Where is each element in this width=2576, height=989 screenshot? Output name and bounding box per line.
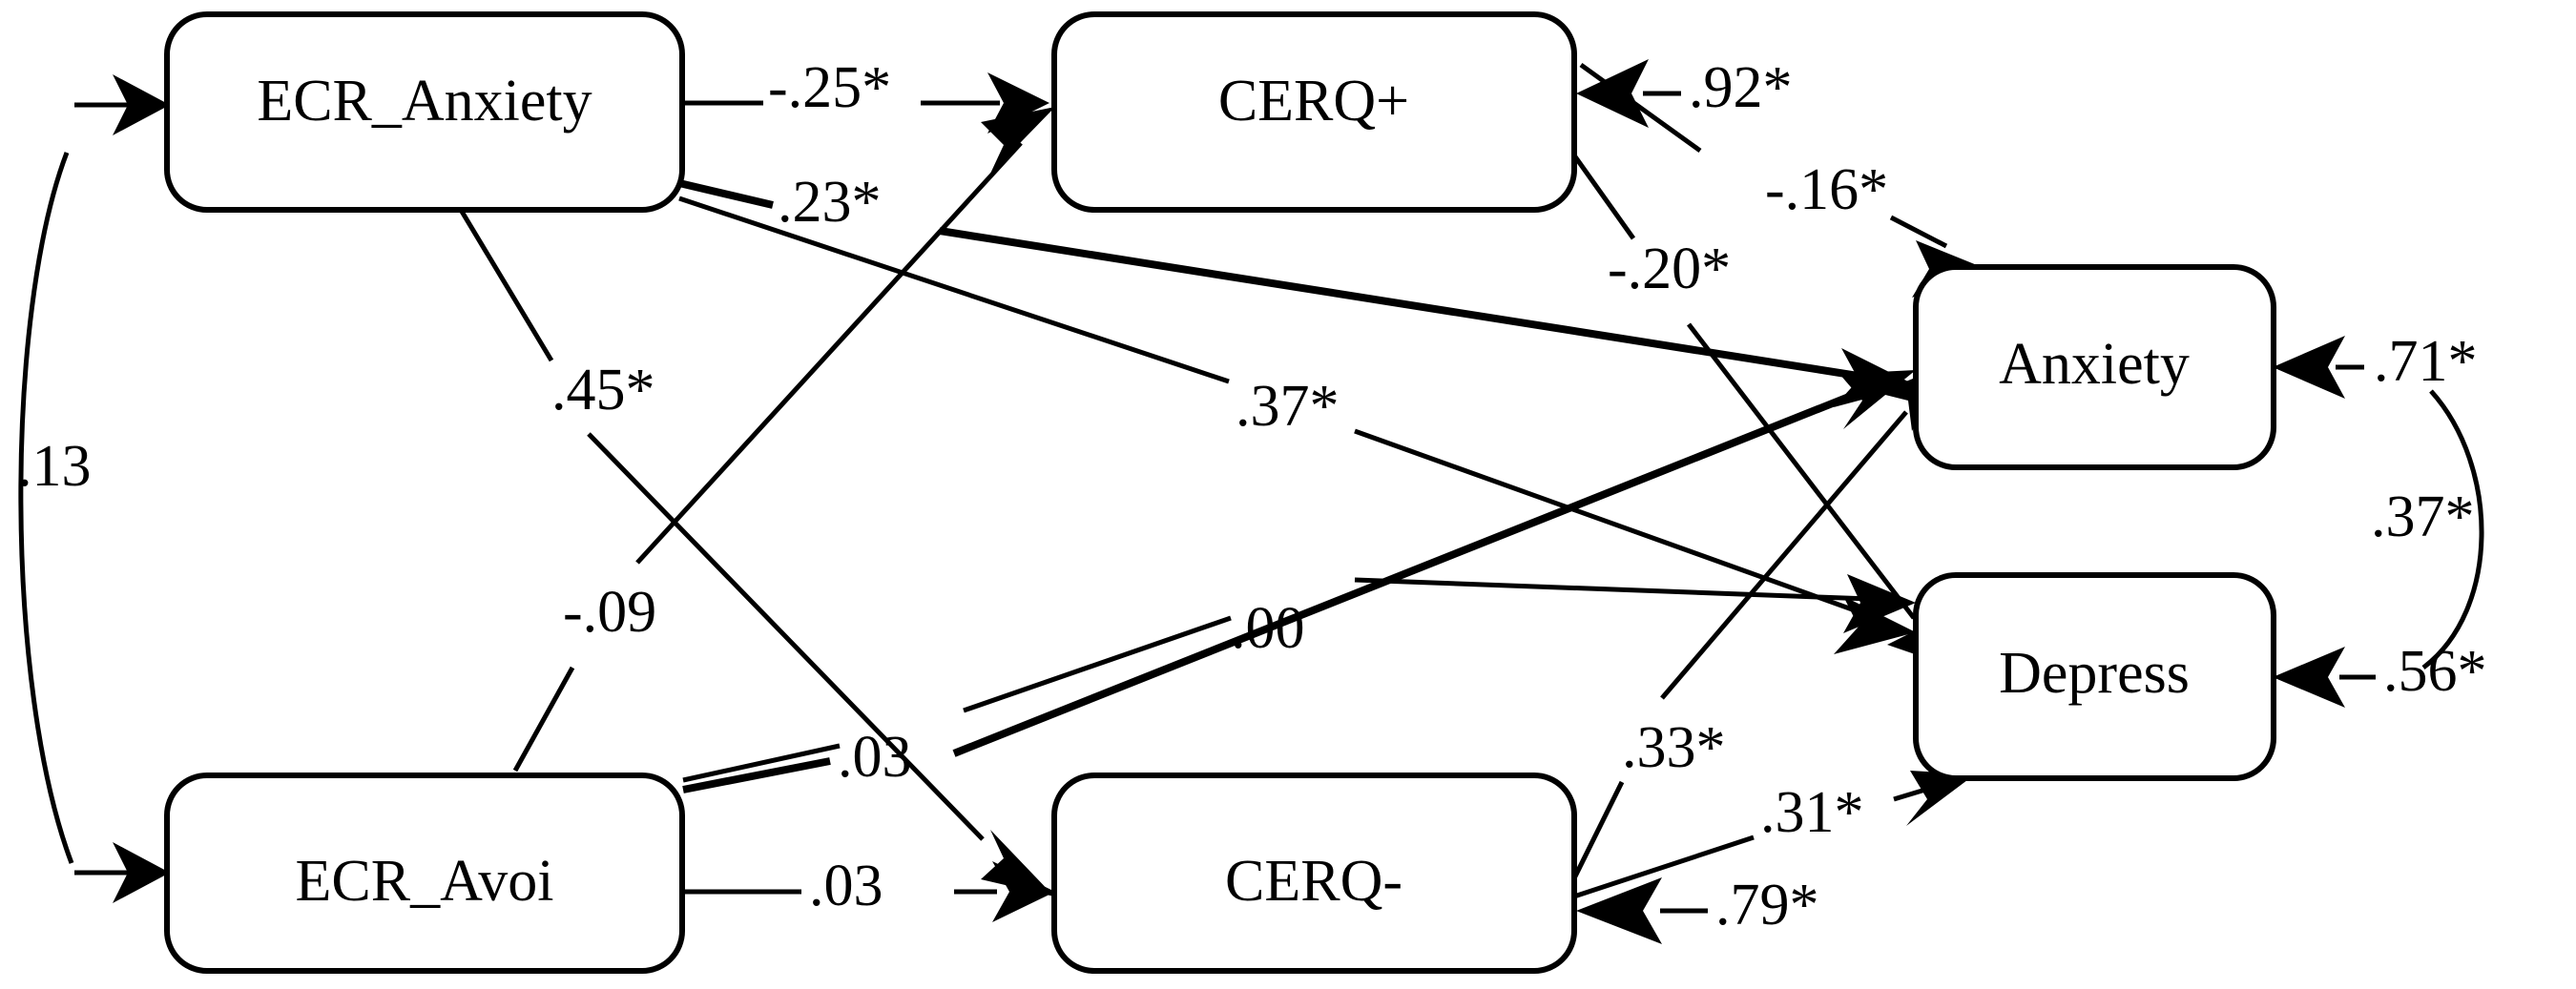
coef-cerq-plus-anxiety: -.16* <box>1765 157 1888 222</box>
path-ecr-avoi-to-depress <box>682 574 1916 783</box>
node-ecr-avoi-label: ECR_Avoi <box>296 849 554 914</box>
node-cerq-plus[interactable]: CERQ+ <box>1051 11 1577 213</box>
covariance-arc-outcomes <box>2421 389 2484 670</box>
path-ecr-anxiety-to-depress <box>678 196 1916 654</box>
coef-ecr-avoi-anxiety: .03 <box>838 725 912 790</box>
node-cerq-plus-label: CERQ+ <box>1218 69 1409 134</box>
coef-cerq-plus-depress: -.20* <box>1608 237 1731 301</box>
coef-covariance-outcome: .37* <box>2371 484 2475 549</box>
coef-cerq-minus-depress: .31* <box>1760 780 1864 845</box>
coef-ecr-anxiety-cerq-minus: .45* <box>551 358 655 422</box>
path-cerq-minus-to-depress <box>1573 771 1975 899</box>
node-ecr-anxiety-label: ECR_Anxiety <box>257 69 592 134</box>
node-depress-label: Depress <box>1999 641 2190 706</box>
coef-ecr-avoi-depress: .00 <box>1231 596 1305 661</box>
coef-covariance-ecr: .13 <box>17 434 92 499</box>
coef-residual-depress: .56* <box>2383 639 2487 704</box>
residual-arrow-cerq-plus <box>1576 59 1681 128</box>
coef-residual-cerq-plus: .92* <box>1689 55 1793 120</box>
coef-residual-anxiety: .71* <box>2374 329 2478 394</box>
node-ecr-anxiety[interactable]: ECR_Anxiety <box>164 11 685 213</box>
coef-ecr-anxiety-anxiety: .23* <box>778 170 882 235</box>
coef-ecr-anxiety-depress: .37* <box>1236 374 1340 439</box>
node-ecr-avoi[interactable]: ECR_Avoi <box>164 773 685 974</box>
coef-cerq-minus-anxiety: .33* <box>1622 715 1726 780</box>
coef-ecr-avoi-cerq-minus: .03 <box>809 854 883 918</box>
residual-arrow-depress <box>2273 647 2376 708</box>
coef-ecr-anxiety-cerq-plus: -.25* <box>768 55 891 120</box>
exogenous-arrow-ecr-anxiety <box>74 74 170 135</box>
residual-arrow-cerq-minus <box>1576 877 1708 944</box>
node-cerq-minus-label: CERQ- <box>1225 849 1402 914</box>
node-anxiety[interactable]: Anxiety <box>1913 264 2276 470</box>
node-anxiety-label: Anxiety <box>1999 332 2190 397</box>
node-cerq-minus[interactable]: CERQ- <box>1051 773 1577 974</box>
covariance-arc-ecr <box>18 152 74 864</box>
exogenous-arrow-ecr-avoi <box>74 842 170 903</box>
path-ecr-anxiety-to-cerq-minus <box>455 203 1054 896</box>
coef-ecr-avoi-cerq-plus: -.09 <box>563 580 656 645</box>
path-ecr-avoi-to-cerq-plus <box>512 107 1055 773</box>
path-ecr-avoi-to-cerq-minus <box>683 861 1055 922</box>
residual-arrow-anxiety <box>2273 336 2364 399</box>
path-ecr-avoi-to-anxiety <box>682 370 1916 793</box>
node-depress[interactable]: Depress <box>1913 572 2276 781</box>
coef-residual-cerq-minus: .79* <box>1715 873 1819 937</box>
